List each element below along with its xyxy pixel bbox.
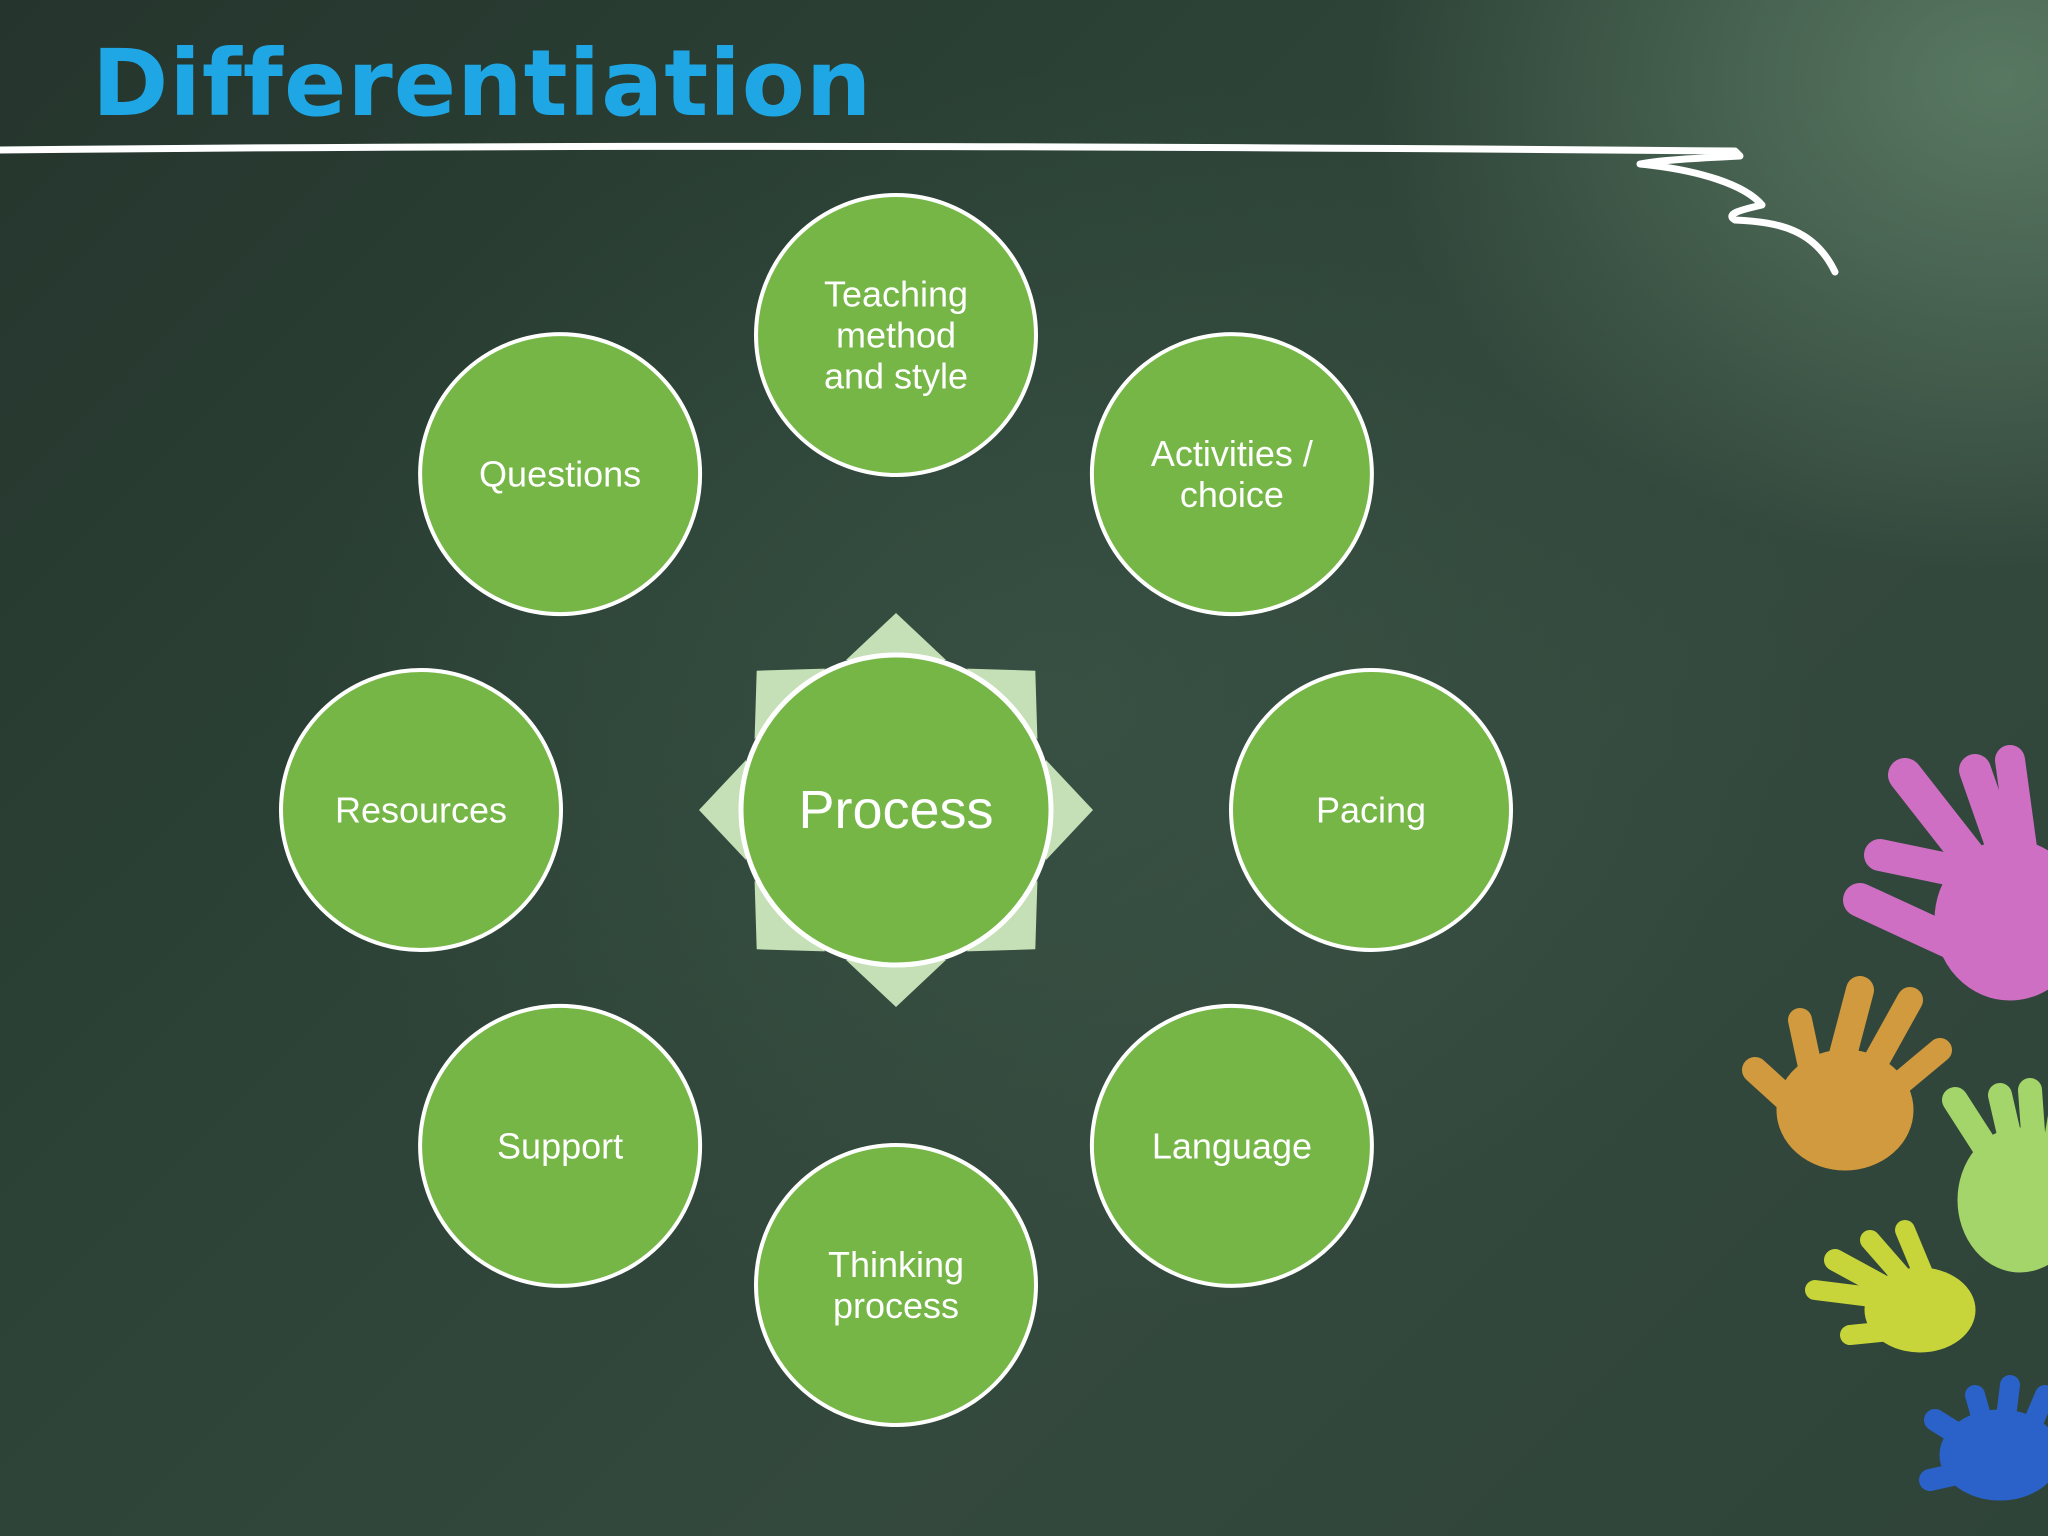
- node-pacing: Pacing: [1229, 668, 1513, 952]
- yellow-hand-icon: [1805, 1220, 1976, 1353]
- center-node-circle: [738, 652, 1054, 968]
- orange-hand-icon: [1742, 976, 1952, 1171]
- node-language: Language: [1089, 1003, 1374, 1288]
- node-support-circle: [418, 1003, 703, 1288]
- hands-decoration: [1742, 745, 2048, 1501]
- node-support-label: Support: [497, 1125, 623, 1166]
- node-resources-circle: [279, 668, 563, 952]
- pink-hand-icon: [1843, 745, 2048, 1001]
- blue-hand-icon: [1919, 1375, 2048, 1501]
- node-teaching-method-circle: [754, 193, 1038, 477]
- node-thinking-process-circle: [754, 1143, 1038, 1427]
- node-activities-choice-label: Activities /choice: [1151, 433, 1313, 515]
- node-activities-choice: Activities /choice: [1089, 332, 1374, 617]
- node-language-circle: [1089, 1003, 1374, 1288]
- center-node: Process: [738, 652, 1054, 968]
- node-activities-choice-circle: [1089, 332, 1374, 617]
- title-underline: [0, 142, 1839, 276]
- node-pacing-circle: [1229, 668, 1513, 952]
- node-language-label: Language: [1152, 1125, 1312, 1166]
- node-questions-label: Questions: [479, 454, 641, 495]
- slide-title: Differentiation: [92, 30, 873, 137]
- node-pacing-label: Pacing: [1316, 790, 1426, 831]
- node-resources: Resources: [279, 668, 563, 952]
- green-hand-icon: [1942, 1078, 2048, 1273]
- node-questions-circle: [418, 332, 703, 617]
- node-support: Support: [418, 1003, 703, 1288]
- node-resources-label: Resources: [335, 790, 507, 831]
- center-node-label: Process: [798, 780, 993, 840]
- node-questions: Questions: [418, 332, 703, 617]
